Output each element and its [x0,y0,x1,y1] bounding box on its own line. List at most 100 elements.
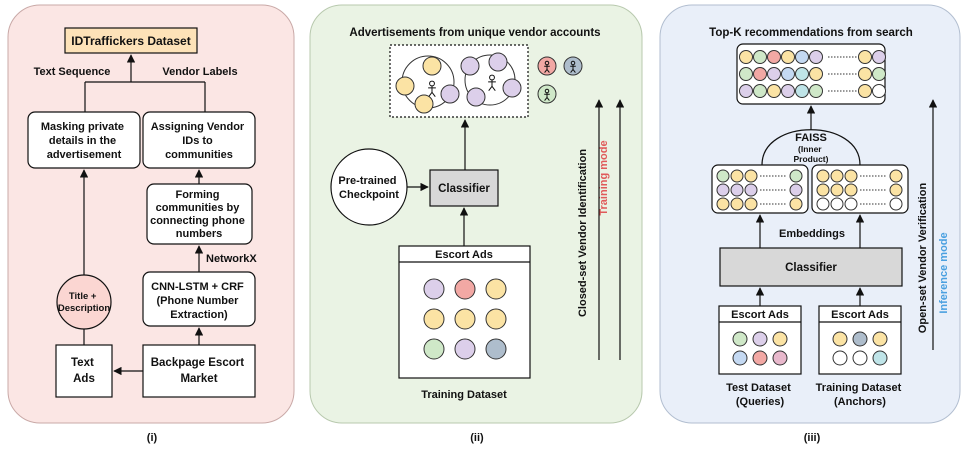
embedding-circle [716,169,730,183]
top-k-rows [739,50,886,98]
ad-circle [852,350,868,366]
result-circle [739,50,753,64]
embedding-circle [844,183,858,197]
panel-ii-title: Advertisements from unique vendor accoun… [349,27,600,39]
embedding-circle [789,169,803,183]
ad-circle [772,350,788,366]
embedding-circle [816,183,830,197]
person-body [488,79,496,91]
result-circle [767,67,781,81]
result-circle [858,84,872,98]
ad-circle [485,308,507,330]
classifier-box-iii [719,247,903,287]
classifier-box [429,169,499,207]
result-circle [809,84,823,98]
query-embeddings [716,169,803,211]
training-dataset-anchors-label: Training Dataset (Anchors) [816,382,905,408]
result-circle [739,84,753,98]
embedding-circle [789,197,803,211]
embedding-circle [844,169,858,183]
faiss-inner-product-label: (Inner Product) [794,144,829,164]
ad-circle [752,331,768,347]
train-escort-ads-label: Escort Ads [831,309,889,321]
ad-circle [488,52,508,72]
embedding-circle [789,183,803,197]
ad-circle [422,56,442,76]
classifier-label-iii: Classifier [785,262,837,274]
idtraffickers-dataset-box [64,27,198,54]
result-circle [767,50,781,64]
panel-iii-title: Top-K recommendations from search [709,27,913,39]
ad-circle [852,331,868,347]
embedding-circle [744,169,758,183]
test-dataset-label: Test Dataset (Queries) [726,382,794,408]
embedding-circle [830,183,844,197]
caption-i: (i) [147,432,158,444]
result-circle [858,50,872,64]
test-ads-grid [732,331,788,366]
forming-communities-label: Forming communities by connecting phone … [150,189,248,240]
ad-circle [872,331,888,347]
result-circle [795,50,809,64]
vendor-clusters [395,52,522,114]
ad-circle [423,338,445,360]
embedding-circle [889,197,903,211]
ad-circle [485,278,507,300]
embedding-circle [830,197,844,211]
person-body [544,64,550,73]
ad-circle [832,331,848,347]
ad-circle [466,87,486,107]
pretrained-checkpoint-label: Pre-trained Checkpoint [338,175,399,201]
embedding-circle [816,169,830,183]
result-circle [795,84,809,98]
caption-ii: (ii) [470,432,484,444]
result-circle [795,67,809,81]
ad-circle [440,84,460,104]
result-circle [767,84,781,98]
ad-circle [832,350,848,366]
backpage-escort-market-label: Backpage Escort Market [151,357,248,385]
embedding-circle [844,197,858,211]
ad-circle [752,350,768,366]
result-circle [739,67,753,81]
result-circle [858,67,872,81]
result-circle [753,50,767,64]
text-ads-label: Text Ads [71,357,97,385]
embedding-circle [816,197,830,211]
embedding-circle [716,197,730,211]
ad-circle [485,338,507,360]
masking-private-details-label: Masking private details in the advertise… [41,121,127,161]
cnn-lstm-crf-label: CNN-LSTM + CRF (Phone Number Extraction) [151,281,247,321]
inference-mode-label: Inference mode [938,232,950,313]
test-escort-ads-label: Escort Ads [731,309,789,321]
result-circle [753,84,767,98]
closed-set-label: Closed-set Vendor Identification [577,149,589,317]
embedding-circle [889,183,903,197]
result-circle [781,84,795,98]
ad-circle [460,56,480,76]
open-set-label: Open-set Vendor Verification [917,183,929,334]
classifier-label: Classifier [438,183,490,195]
pretrained-checkpoint-circle [330,148,408,226]
embedding-circle [744,197,758,211]
backpage-escort-market-box [142,344,256,398]
result-circle [809,67,823,81]
assigning-vendor-ids-label: Assigning Vendor IDs to communities [151,121,248,161]
result-circle [872,50,886,64]
embedding-circle [730,183,744,197]
cnn-lstm-crf-box [142,271,256,327]
title-description-label: Title + Description [58,291,110,314]
ad-circle [872,350,888,366]
result-circle [872,84,886,98]
person-body [570,64,576,73]
ad-circle [423,278,445,300]
ad-circle [395,76,415,96]
text-ads-box [55,344,113,398]
person-body [428,85,436,97]
escort-ads-label: Escort Ads [435,249,493,261]
embedding-circle [889,169,903,183]
text-sequence-label: Text Sequence [34,66,111,78]
ad-circle [502,78,522,98]
networkx-label: NetworkX [206,253,257,265]
